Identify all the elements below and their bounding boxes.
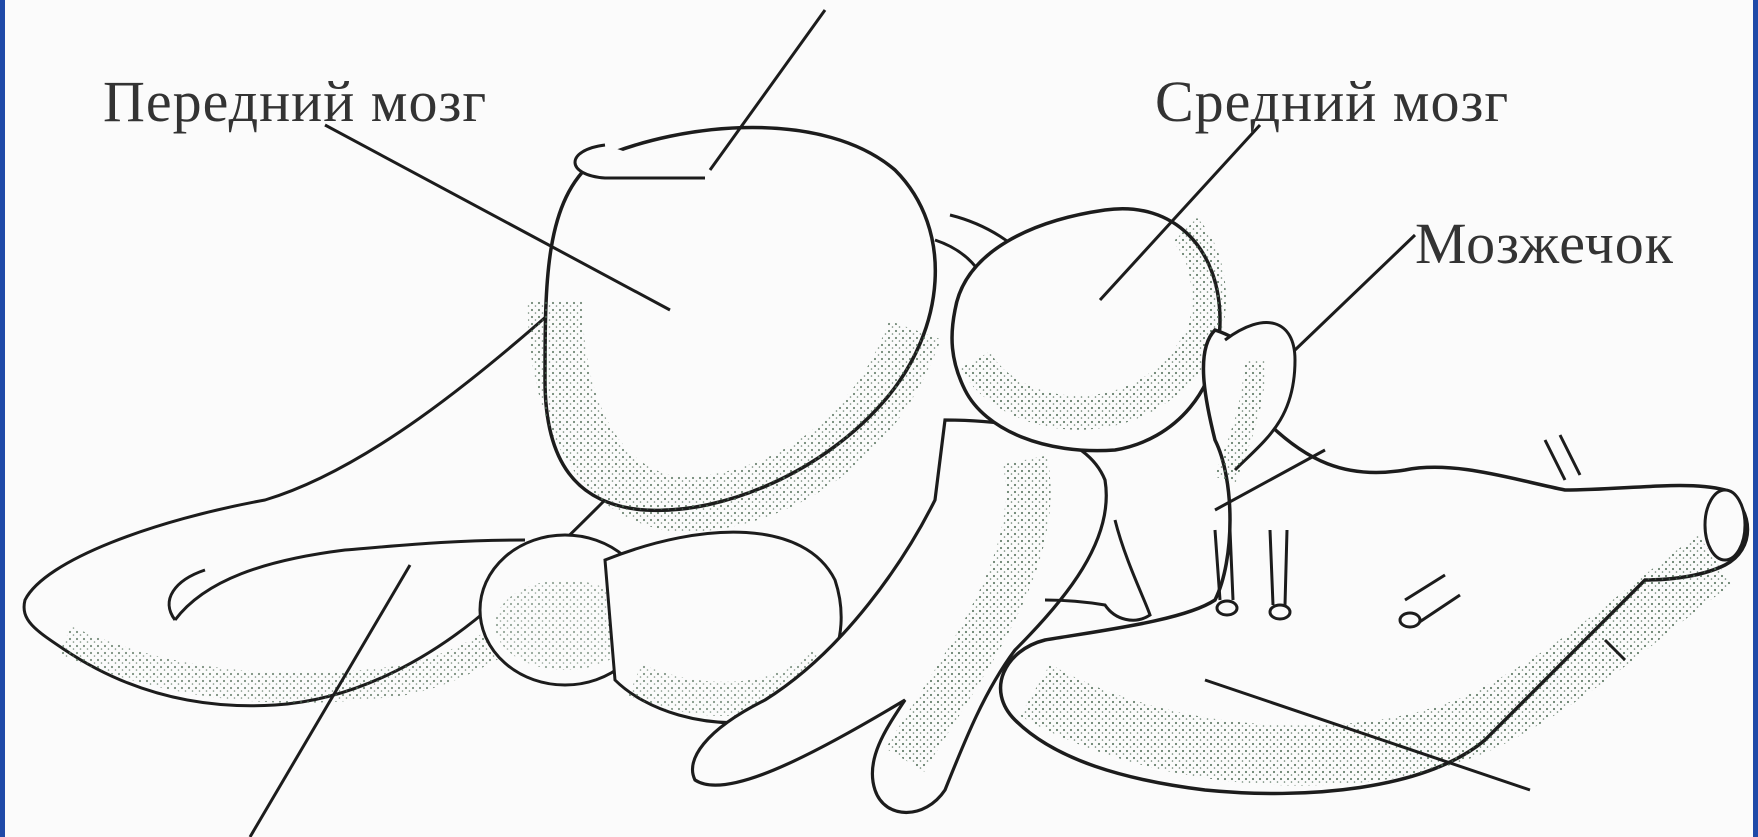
midbrain-lobe [952, 209, 1220, 451]
label-forebrain: Передний мозг [103, 68, 487, 135]
label-midbrain: Средний мозг [1155, 68, 1509, 135]
leader-cerebellum [1295, 235, 1415, 350]
forebrain-hemisphere [545, 128, 935, 511]
label-cerebellum: Мозжечок [1415, 210, 1674, 277]
